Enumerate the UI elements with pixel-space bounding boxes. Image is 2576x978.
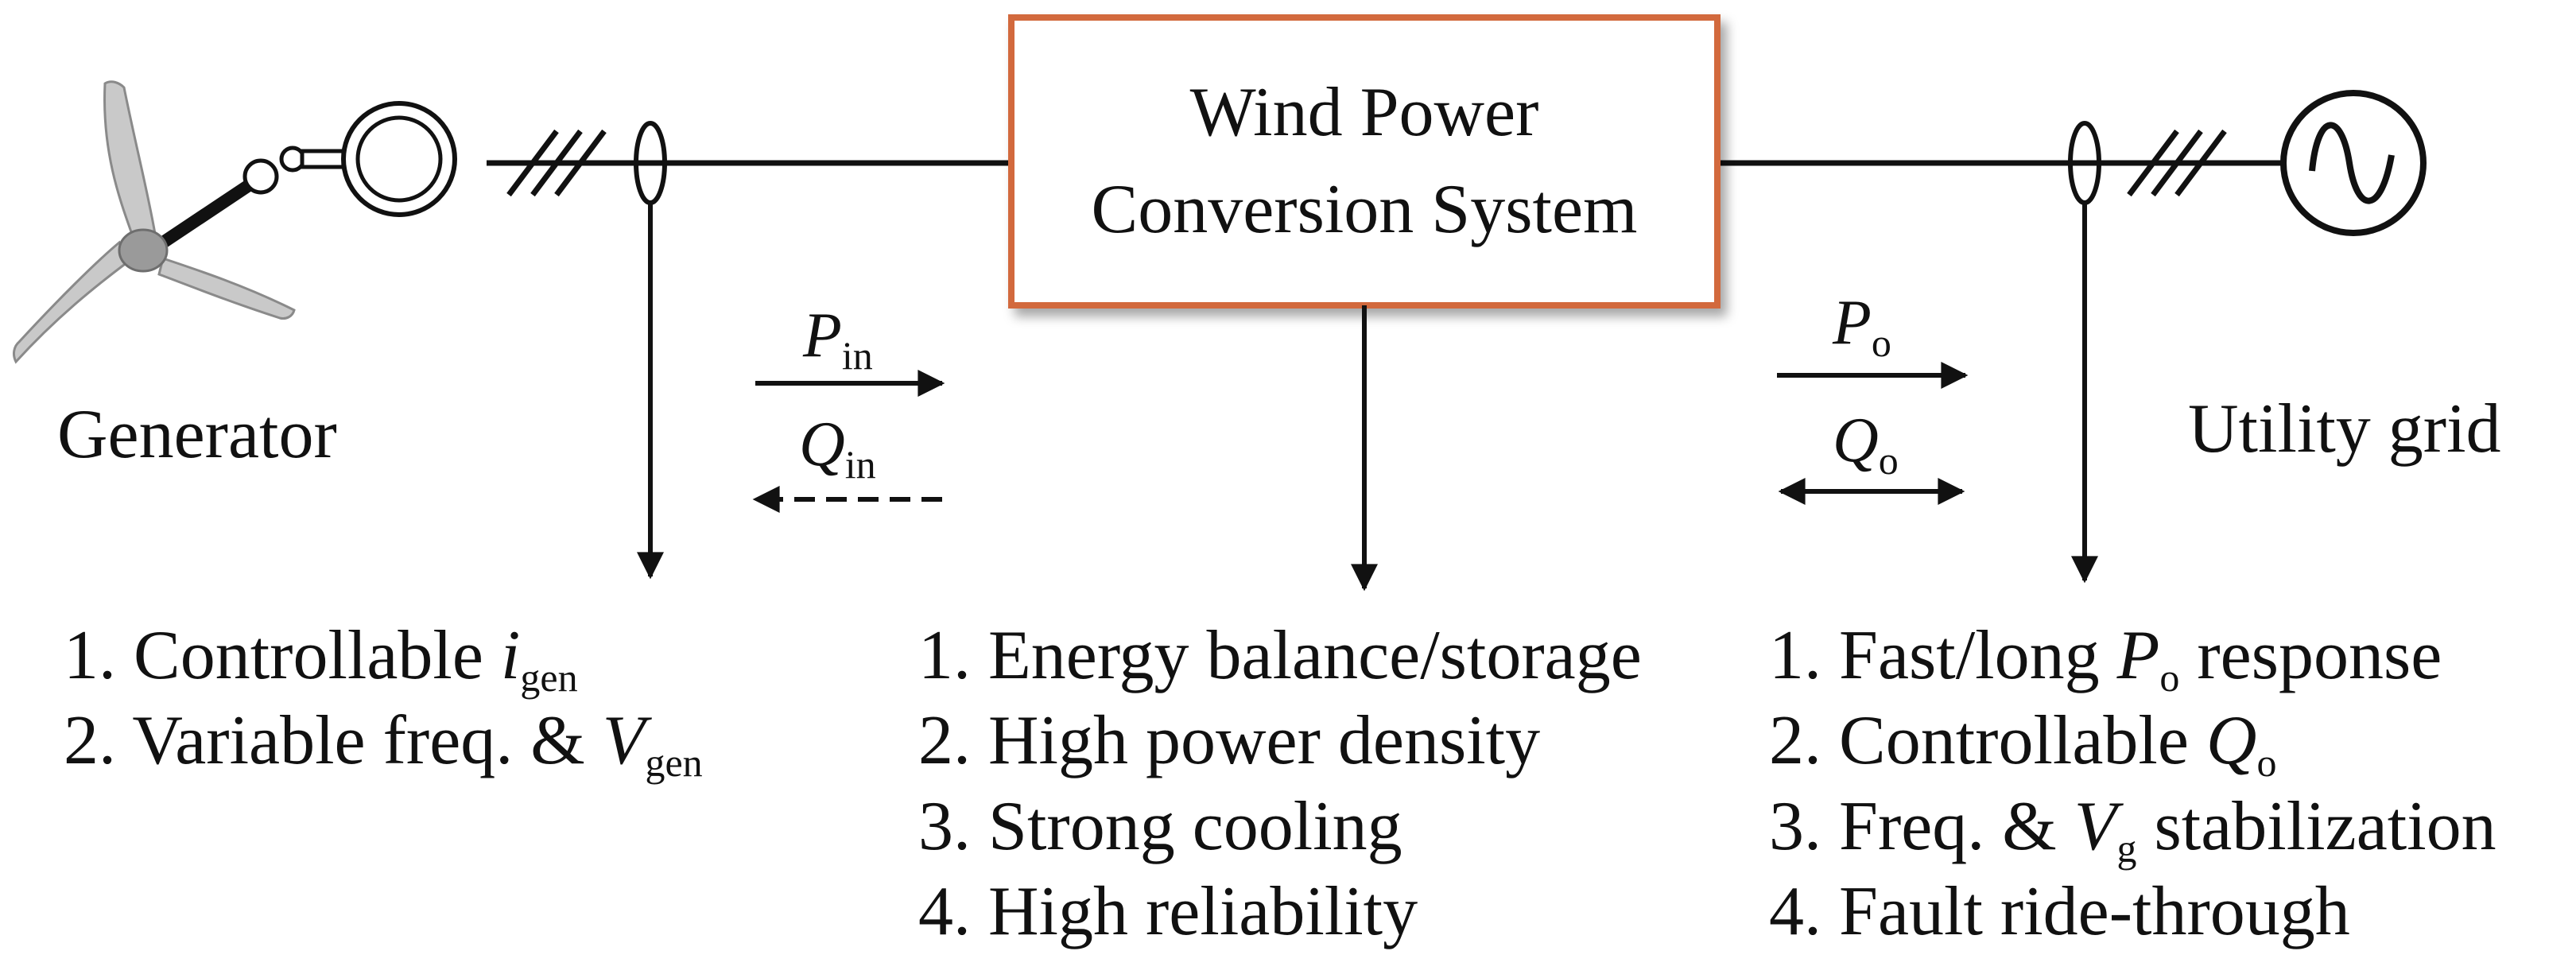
grid-req-3: 3. Freq. & Vg stabilization xyxy=(1769,788,2496,871)
grid-requirements: 1. Fast/long Po response 2. Controllable… xyxy=(1769,617,2496,950)
three-phase-marker-left xyxy=(506,129,607,197)
turbine-shaft xyxy=(145,173,265,257)
system-req-4: 4. High reliability xyxy=(918,873,1418,950)
q-o-label: Qo xyxy=(1833,406,1899,483)
generator-req-2: 2. Variable freq. & Vgen xyxy=(64,702,703,785)
turbine-blade-left xyxy=(12,240,129,364)
generator-label: Generator xyxy=(57,396,337,473)
wind-turbine-icon xyxy=(12,80,457,364)
system-req-3: 3. Strong cooling xyxy=(918,788,1402,865)
system-requirements: 1. Energy balance/storage 2. High power … xyxy=(918,617,1642,950)
grid-req-2: 2. Controllable Qo xyxy=(1769,702,2276,785)
system-req-2: 2. High power density xyxy=(918,702,1540,779)
turbine-blade-top xyxy=(103,80,157,240)
three-phase-marker-right xyxy=(2127,129,2227,197)
generator-inner-ring xyxy=(355,115,443,203)
generator-requirements: 1. Controllable igen 2. Variable freq. &… xyxy=(64,617,703,785)
p-o-label: Po xyxy=(1832,288,1891,365)
utility-grid-label: Utility grid xyxy=(2188,390,2501,468)
box-title-line2: Conversion System xyxy=(1092,171,1638,248)
coupling-ring xyxy=(242,158,279,195)
turbine-hub xyxy=(118,228,169,273)
grid-req-1: 1. Fast/long Po response xyxy=(1769,617,2442,700)
q-in-label: Qin xyxy=(799,409,876,487)
p-in-label: Pin xyxy=(802,301,873,378)
box-title-line1: Wind Power xyxy=(1190,74,1539,151)
ac-source-icon xyxy=(2280,90,2427,236)
generator-req-1: 1. Controllable igen xyxy=(64,617,578,700)
grid-req-4: 4. Fault ride-through xyxy=(1769,873,2350,950)
turbine-blade-right xyxy=(157,257,296,320)
conversion-system-box xyxy=(1008,14,1721,309)
system-req-1: 1. Energy balance/storage xyxy=(918,617,1642,694)
